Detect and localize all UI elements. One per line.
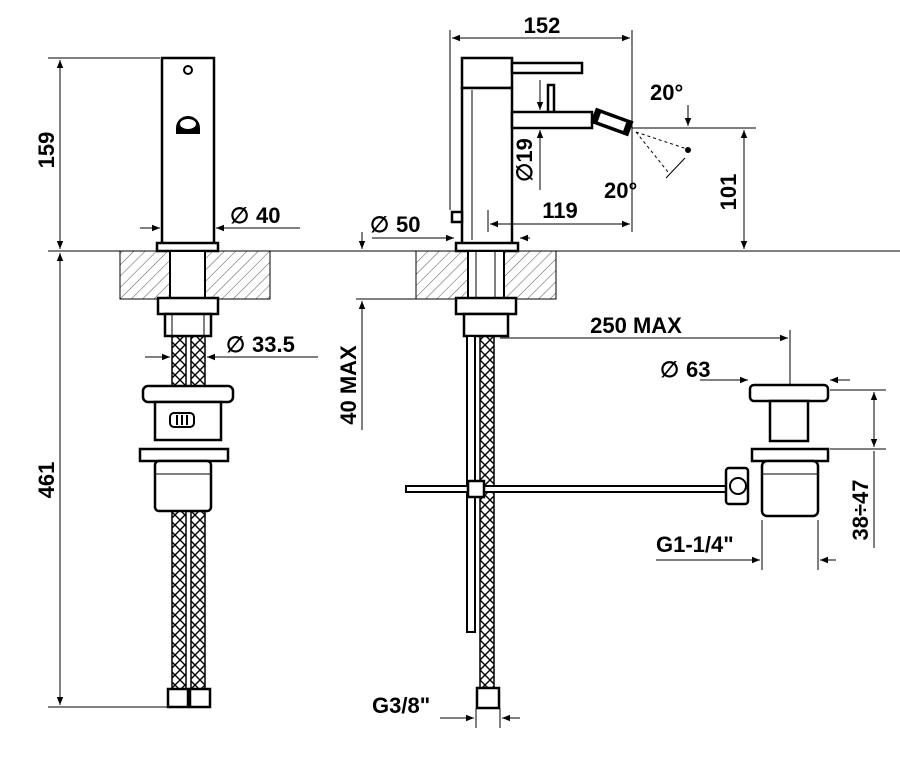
waste-body-lower-side (760, 459, 820, 518)
label-diameter-sym-50: ∅ (370, 212, 389, 237)
front-dimensions: 159 461 ∅ 40 ∅ 33.5 (34, 57, 900, 708)
popup-knob-side (450, 210, 464, 224)
fixing-nut-side (462, 312, 510, 338)
waste-plug-front (141, 384, 235, 404)
hose-nut-left-front (166, 687, 190, 709)
rod-clamp (466, 479, 486, 499)
label-diameter-sym-40: ∅ (230, 203, 249, 228)
side-dimensions: 152 ∅ 50 ∅19 119 20° 20° 101 40 MAX (336, 13, 791, 728)
washer-side (454, 296, 518, 316)
hose-nut-right-front (188, 687, 212, 709)
base-flange-side (454, 241, 520, 253)
label-height-top: 159 (34, 132, 59, 169)
hose-right-upper (190, 335, 206, 389)
label-hose-thread: G3/8" (372, 693, 430, 718)
spout-side (510, 110, 594, 130)
spray-nozzle-face (596, 111, 628, 133)
popup-rod-horizontal (405, 485, 727, 493)
mixer-body-front (160, 56, 216, 246)
deck-hole-side (467, 250, 505, 300)
label-body-diameter: 40 (256, 203, 280, 228)
label-spout-height: 101 (716, 174, 741, 211)
hose-side (479, 335, 495, 689)
deck-hole-front (169, 250, 206, 300)
label-angle-down: 20° (604, 178, 637, 203)
waste-body-upper-side (768, 399, 810, 443)
side-view (405, 56, 727, 710)
hose-nut-side (475, 686, 501, 710)
handle-lever-highlight (180, 119, 196, 129)
label-diameter-sym-33: ∅ (226, 332, 245, 357)
diverter-knob-side (546, 83, 556, 115)
base-flange-front (155, 241, 220, 253)
waste-nut-side (750, 447, 830, 463)
handle-lever-side (510, 61, 584, 75)
handle-screw (183, 65, 193, 75)
label-deck-thickness: 40 MAX (336, 345, 361, 425)
waste-plug-side (748, 383, 830, 403)
label-reach: 152 (524, 13, 561, 38)
label-waste-height: 38÷47 (848, 479, 873, 540)
hose-left-lower (171, 510, 187, 690)
mixer-body-side (460, 86, 514, 246)
label-hole-diameter: 33.5 (252, 332, 295, 357)
label-height-total: 461 (34, 462, 59, 499)
waste-dimensions: ∅ 63 38÷47 G1-1/4" (656, 357, 886, 570)
waste-body-lower-front (153, 459, 213, 513)
front-view (119, 56, 271, 709)
rod-knuckle-nut (729, 477, 747, 495)
label-base-diameter: 50 (396, 212, 420, 237)
label-spout-reach: 119 (542, 198, 578, 223)
waste-nut-front (138, 447, 230, 463)
washer-front (156, 296, 220, 316)
hose-left-upper (171, 335, 187, 389)
label-spout-diameter: ∅19 (512, 138, 537, 182)
label-angle-up: 20° (650, 80, 683, 105)
label-diameter-sym-63: ∅ (660, 357, 679, 382)
waste-detail (724, 383, 830, 518)
label-plug-diameter: 63 (686, 357, 710, 382)
label-rod-length: 250 MAX (590, 313, 682, 338)
label-waste-thread: G1-1/4" (656, 532, 734, 557)
fixing-nut-front (163, 312, 213, 338)
handle-cap-side (460, 56, 514, 90)
hose-right-lower (190, 510, 206, 690)
